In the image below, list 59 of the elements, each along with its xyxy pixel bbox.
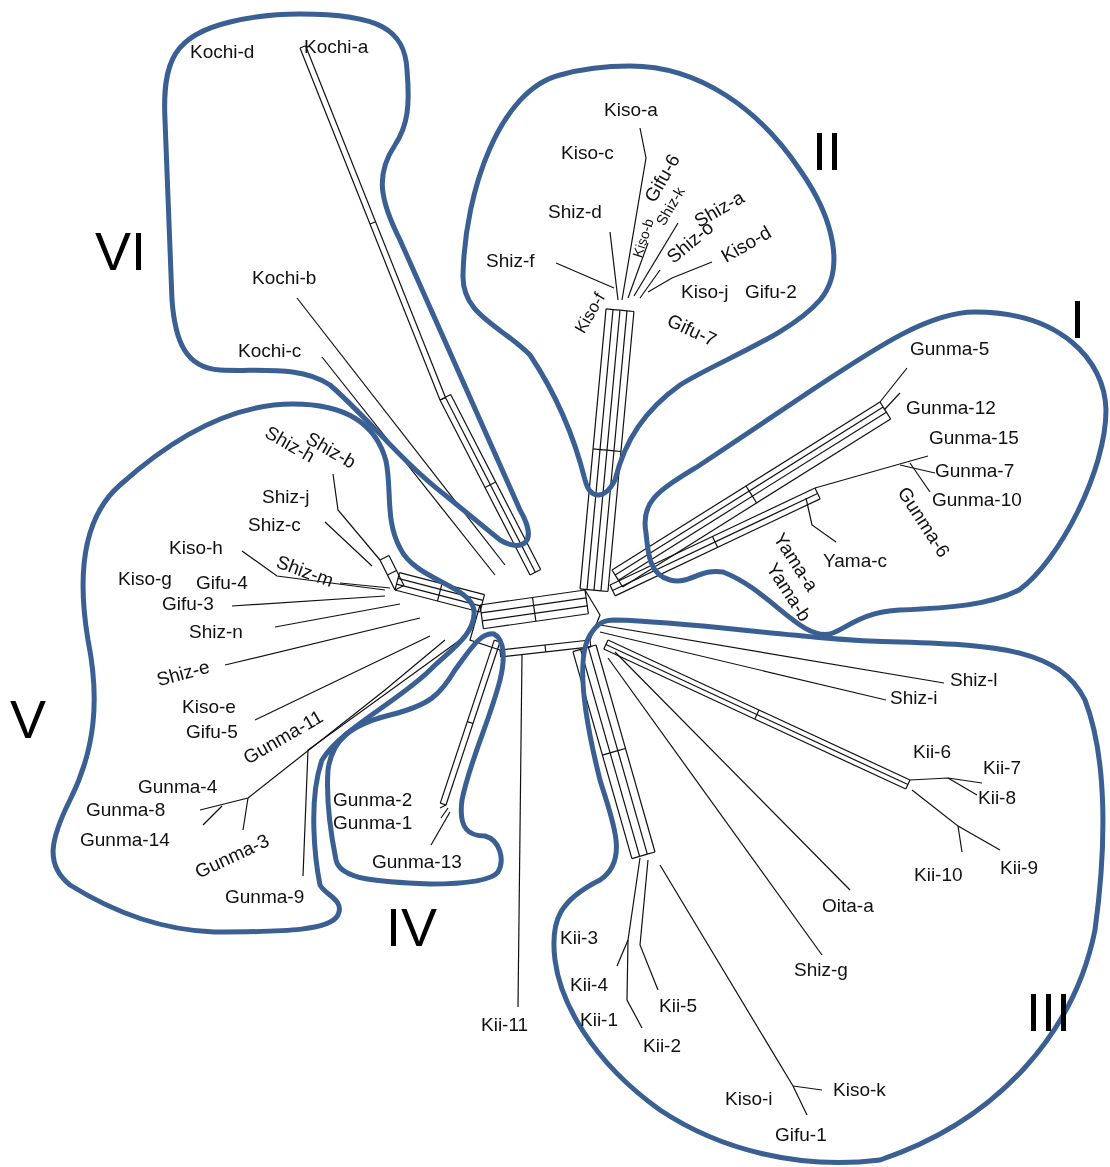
taxon-label: Kii-5 xyxy=(659,996,697,1015)
taxon-label: Kochi-d xyxy=(190,42,255,61)
taxon-label: Gunma-8 xyxy=(86,800,166,819)
taxon-label: Kochi-c xyxy=(238,341,302,360)
cluster-numeral: III xyxy=(1026,985,1071,1039)
taxon-label: Kiso-g xyxy=(118,569,172,588)
taxon-label: Gifu-3 xyxy=(162,594,214,613)
taxon-label: Shiz-c xyxy=(248,515,301,534)
taxon-label: Gunma-15 xyxy=(929,428,1019,447)
taxon-label: Gifu-2 xyxy=(745,282,797,301)
taxon-label: Gunma-7 xyxy=(935,461,1015,480)
taxon-label: Shiz-f xyxy=(486,251,535,270)
taxon-label: Kiso-i xyxy=(725,1089,773,1108)
taxon-label: Gifu-4 xyxy=(196,573,248,592)
taxon-label: Kii-6 xyxy=(913,742,951,761)
taxon-label: Kii-9 xyxy=(1000,858,1038,877)
taxon-label: Kiso-c xyxy=(561,143,614,162)
taxon-label: Kiso-b xyxy=(630,216,656,260)
taxon-label: Gifu-5 xyxy=(186,722,238,741)
taxon-label: Kii-3 xyxy=(560,928,598,947)
taxon-label: Gunma-1 xyxy=(333,813,413,832)
taxon-label: Shiz-e xyxy=(154,656,212,690)
taxon-label: Kii-2 xyxy=(643,1036,681,1055)
taxon-label: Gunma-5 xyxy=(910,339,990,358)
cluster-numeral: V xyxy=(10,692,47,746)
taxon-label: Gunma-4 xyxy=(138,777,218,796)
taxon-label: Shiz-j xyxy=(262,487,310,506)
taxon-label: Gifu-1 xyxy=(775,1125,827,1144)
taxon-label: Kiso-k xyxy=(833,1080,886,1099)
taxon-label: Kiso-h xyxy=(169,538,223,557)
cluster-numeral: IV xyxy=(386,900,438,954)
taxon-label: Kii-10 xyxy=(914,865,963,884)
taxon-label: Shiz-l xyxy=(950,670,998,689)
taxon-label: Kochi-a xyxy=(304,37,369,56)
taxon-label: Kii-4 xyxy=(570,975,608,994)
taxon-label: Kii-11 xyxy=(481,1015,529,1034)
taxon-label: Gunma-13 xyxy=(372,852,462,871)
taxon-label: Shiz-n xyxy=(189,622,243,641)
taxon-label: Gunma-14 xyxy=(80,830,170,849)
taxon-label: Shiz-m xyxy=(273,551,337,591)
taxon-label: Gunma-9 xyxy=(225,887,305,906)
taxon-label: Kochi-b xyxy=(252,268,317,287)
taxon-label: Kiso-j xyxy=(681,282,729,301)
taxon-label: Shiz-g xyxy=(794,960,848,979)
cluster-numeral: VI xyxy=(95,224,147,278)
taxon-label: Gunma-2 xyxy=(333,790,413,809)
taxon-label: Kii-8 xyxy=(978,788,1016,807)
taxon-label: Shiz-d xyxy=(548,202,602,221)
cluster-numeral: I xyxy=(1070,292,1085,346)
taxon-label: Kiso-e xyxy=(182,697,236,716)
taxon-label: Oita-a xyxy=(822,896,874,915)
taxon-label: Kii-1 xyxy=(580,1010,618,1029)
taxon-label: Shiz-i xyxy=(890,688,938,707)
taxon-label: Gunma-12 xyxy=(906,398,996,417)
taxon-label: Gifu-7 xyxy=(664,310,720,350)
taxon-label: Yama-c xyxy=(823,551,888,570)
cluster-numeral: II xyxy=(812,124,842,178)
taxon-label: Kii-7 xyxy=(983,758,1021,777)
taxon-label: Kiso-a xyxy=(604,100,658,119)
